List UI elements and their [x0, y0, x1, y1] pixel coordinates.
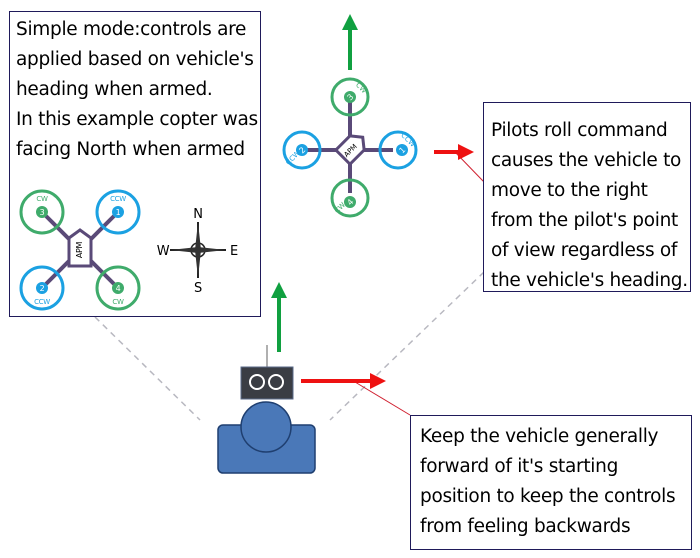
- compass-east: E: [230, 244, 238, 259]
- callout-line-roll: [454, 151, 485, 183]
- motor-number: 3: [40, 208, 45, 217]
- roll-command-box: Pilots roll command causes the vehicle t…: [483, 102, 691, 292]
- simple-mode-box: Simple mode:controls are applied based o…: [9, 11, 261, 317]
- compass-west: W: [157, 244, 170, 259]
- pilot: [217, 401, 316, 474]
- motor-rotation: CCW: [34, 298, 50, 306]
- keep-forward-line: position to keep the controls: [420, 486, 676, 507]
- motor-number: 3: [345, 92, 355, 102]
- motor-number: 4: [345, 197, 355, 207]
- simple-mode-line: applied based on vehicle's: [16, 49, 254, 70]
- roll-command-line: the vehicle's heading.: [491, 270, 688, 291]
- roll-command-line: causes the vehicle to: [491, 150, 682, 171]
- motor-rotation: CCW: [110, 195, 126, 203]
- example-quad-and-compass: 3 CW 1 CCW 2 CCW 4 CW: [19, 189, 239, 311]
- motor-4: 4 CW: [95, 265, 141, 311]
- roll-command-line: from the pilot's point: [491, 210, 678, 231]
- motor-number: 2: [40, 284, 45, 293]
- simple-mode-line: facing North when armed: [16, 139, 245, 160]
- keep-forward-line: from feeling backwards: [420, 516, 631, 537]
- motor-number: 1: [116, 208, 121, 217]
- motor-number: 1: [397, 145, 407, 155]
- simple-mode-line: Simple mode:controls are: [16, 19, 247, 40]
- compass-rose: N S W E: [157, 207, 239, 296]
- transmitter: [240, 345, 294, 400]
- motor-rotation: CW: [112, 298, 124, 306]
- keep-forward-line: Keep the vehicle generally: [420, 426, 659, 447]
- apm-controller: APM: [333, 134, 366, 167]
- callout-line-forward: [354, 381, 411, 416]
- apm-controller: APM: [67, 228, 93, 268]
- motor-2: 2 CCW: [19, 265, 65, 311]
- motor-rotation: CW: [354, 81, 368, 95]
- example-quad: 3 CW 1 CCW 2 CCW 4 CW: [19, 189, 141, 311]
- motor-number: 4: [116, 284, 121, 293]
- compass-north: N: [193, 207, 202, 222]
- compass-south: S: [194, 281, 202, 296]
- motor-4: 4 CW: [330, 178, 370, 218]
- keep-forward-box: Keep the vehicle generally forward of it…: [410, 415, 692, 550]
- simple-mode-line: In this example copter was: [16, 109, 258, 130]
- view-line-left: [94, 316, 201, 421]
- view-line-right: [329, 271, 485, 421]
- motor-number: 2: [297, 145, 307, 155]
- roll-command-line: of view regardless of: [491, 240, 678, 261]
- motor-rotation: CW: [36, 195, 48, 203]
- motor-3: 3 CW: [19, 189, 65, 235]
- keep-forward-line: forward of it's starting: [420, 456, 619, 477]
- motor-1: 1 CCW: [95, 189, 141, 235]
- simple-mode-line: heading when armed.: [16, 79, 213, 100]
- roll-command-line: move to the right: [491, 180, 648, 201]
- apm-label: APM: [75, 241, 84, 258]
- flying-quad: 3 CW 2 CCW 1 CCW 4 CW APM: [282, 77, 418, 218]
- roll-command-line: Pilots roll command: [491, 120, 668, 141]
